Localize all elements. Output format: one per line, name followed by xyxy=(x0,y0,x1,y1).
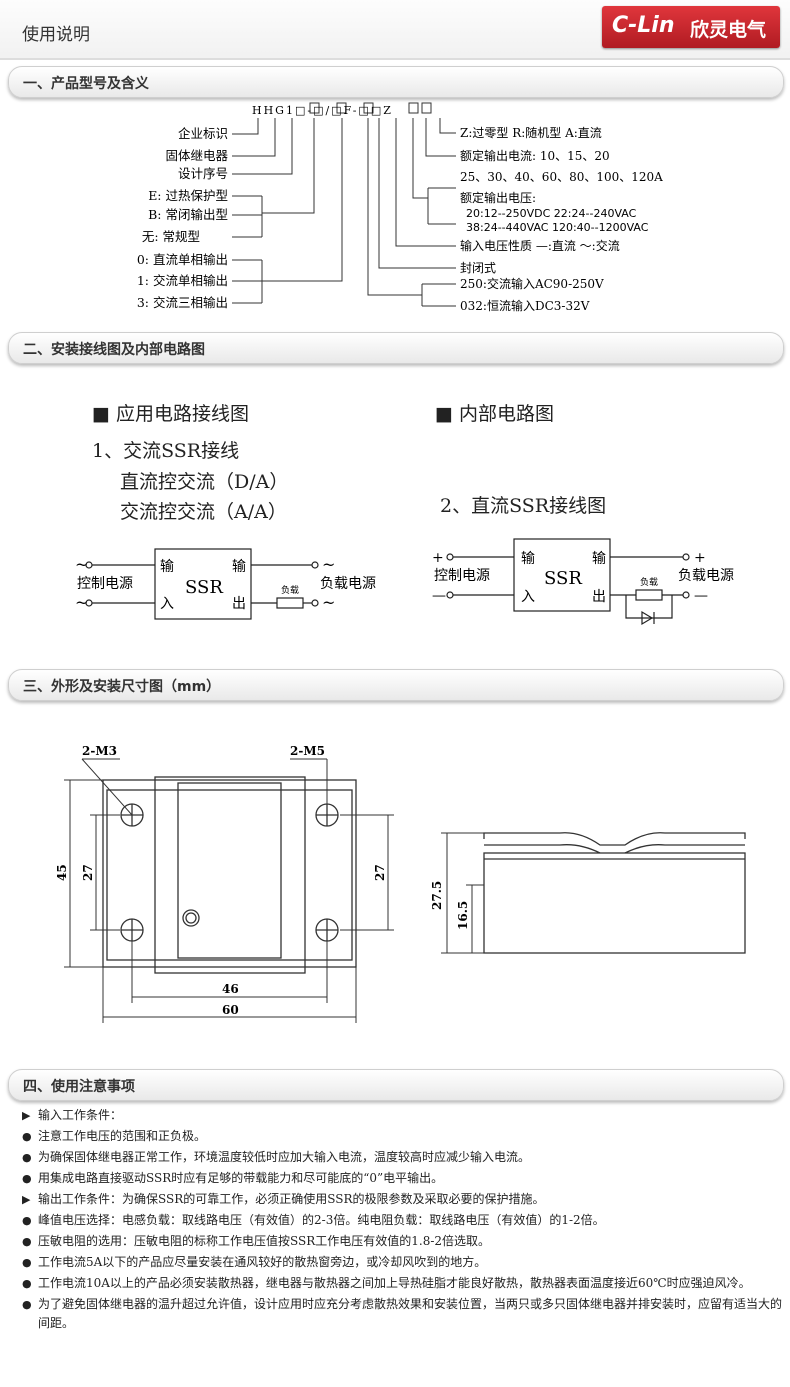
load-source-label: 负载电源 xyxy=(320,576,376,592)
side-view xyxy=(483,832,746,954)
note-item: ●用集成电路直接驱动SSR时应有足够的带载能力和尽可能底的“0”电平输出。 xyxy=(22,1171,444,1185)
usage-notes: ▶输入工作条件： ●注意工作电压的范围和正负极。 ●为确保固体继电器正常工作，环… xyxy=(22,1106,782,1335)
model-item: 25、30、40、60、80、100、120A xyxy=(460,170,663,184)
side-dimension-lines xyxy=(441,832,484,954)
svg-text:~: ~ xyxy=(75,555,88,574)
ssr-input-label: 输 xyxy=(160,559,174,575)
ssr-output-label: 输 xyxy=(232,559,246,575)
model-item: 输入电压性质 —:直流 ～:交流 xyxy=(460,238,620,253)
ssr-input-label: 入 xyxy=(521,589,535,605)
wiring-diagram: ■ 应用电路接线图 ■ 内部电路图 1、交流SSR接线 直流控交流（D/A） 交… xyxy=(75,403,734,626)
dim-label-60: 60 xyxy=(222,1003,239,1017)
logo-cn: 欣灵电气 xyxy=(690,19,767,41)
svg-text:~: ~ xyxy=(322,555,335,574)
app-circuit-title: ■ 应用电路接线图 xyxy=(92,403,249,425)
model-code-diagram: HHG1□-□/□F-□□Z 企业标识 固体继电器 设计序号 E: 过热保护型 … xyxy=(137,102,663,313)
svg-text:~: ~ xyxy=(322,593,335,612)
note-item: ●工作电流10A以上的产品必须安装散热器，继电器与散热器之间加上导热硅脂才能良好… xyxy=(22,1276,751,1290)
ssr-input-label: 输 xyxy=(521,551,535,567)
model-item: 032:恒流输入DC3-32V xyxy=(460,298,590,313)
section-header-dimensions: 三、外形及安装尺寸图（mm） xyxy=(8,669,784,701)
control-source-label: 控制电源 xyxy=(77,576,133,592)
model-item: 额定输出电压: xyxy=(460,190,536,205)
ac-ssr-circuit xyxy=(85,548,319,620)
page-header: 使用说明 C-Lin 欣灵电气 xyxy=(0,0,790,60)
note-item: ●注意工作电压的范围和正负极。 xyxy=(22,1129,207,1143)
ssr-output-label: 出 xyxy=(232,596,246,612)
dim-label-27-5: 27.5 xyxy=(430,881,444,910)
note-item: ▶输入工作条件： xyxy=(22,1108,123,1122)
model-item: 20:12--250VDC 22:24--240VAC xyxy=(466,207,637,220)
model-item: 封闭式 xyxy=(460,261,496,275)
ac-line-1: 直流控交流（D/A） xyxy=(120,471,288,493)
brand-logo: C-Lin 欣灵电气 xyxy=(602,6,780,48)
ssr-output-label: 出 xyxy=(592,589,606,605)
load-source-label: 负载电源 xyxy=(678,568,734,584)
dim-label-27-right: 27 xyxy=(373,864,387,881)
model-item: 1: 交流单相输出 xyxy=(137,273,228,288)
model-item: B: 常闭输出型 xyxy=(148,207,228,222)
svg-text:+: + xyxy=(432,550,444,566)
load-label: 负载 xyxy=(640,576,658,588)
dimension-drawing: 2-M3 2-M5 46 60 45 27 27 27.5 16.5 xyxy=(55,744,746,1023)
model-item: 0: 直流单相输出 xyxy=(137,252,228,267)
svg-text:—: — xyxy=(694,588,708,604)
logo-text: C-Lin xyxy=(612,13,675,38)
note-item: ●峰值电压选择：电感负载：取线路电压（有效值）的2-3倍。纯电阻负载：取线路电压… xyxy=(22,1213,605,1227)
section-title: 一、产品型号及含义 xyxy=(23,76,149,92)
model-item: Z:过零型 R:随机型 A:直流 xyxy=(460,125,602,140)
model-item: 无: 常规型 xyxy=(142,229,200,244)
section-header-model: 一、产品型号及含义 xyxy=(8,66,784,98)
header-divider xyxy=(0,58,790,60)
dim-label-m5: 2-M5 xyxy=(290,744,325,758)
section-title: 二、安装接线图及内部电路图 xyxy=(23,342,205,358)
dimension-lines xyxy=(64,758,394,1023)
svg-text:—: — xyxy=(432,588,446,604)
ac-line-2: 交流控交流（A/A） xyxy=(120,501,287,523)
dim-label-45: 45 xyxy=(55,864,69,881)
model-item: 38:24--440VAC 120:40--1200VAC xyxy=(466,221,649,234)
model-item: 企业标识 xyxy=(178,126,228,141)
dim-label-27: 27 xyxy=(81,864,95,881)
ssr-output-label: 输 xyxy=(592,551,606,567)
model-item: E: 过热保护型 xyxy=(148,188,228,203)
svg-text:+: + xyxy=(694,550,706,566)
dc-ssr-title: 2、直流SSR接线图 xyxy=(440,495,606,517)
load-label: 负载 xyxy=(281,584,299,596)
dim-label-16-5: 16.5 xyxy=(456,901,470,930)
ssr-label: SSR xyxy=(544,568,582,589)
section-header-wiring: 二、安装接线图及内部电路图 xyxy=(8,332,784,364)
model-item: 固体继电器 xyxy=(165,148,228,163)
ac-ssr-title: 1、交流SSR接线 xyxy=(92,440,239,462)
page-title: 使用说明 xyxy=(22,25,90,45)
front-view xyxy=(102,776,357,974)
model-item: 额定输出电流: 10、15、20 xyxy=(460,148,610,163)
section-title: 三、外形及安装尺寸图（mm） xyxy=(23,679,221,695)
ssr-label: SSR xyxy=(185,577,223,598)
note-item: ●为了避免固体继电器的温升超过允许值，设计应用时应充分考虑散热效果和安装位置，当… xyxy=(22,1297,783,1330)
section-title: 四、使用注意事项 xyxy=(23,1079,135,1095)
svg-text:~: ~ xyxy=(75,593,88,612)
model-item: 3: 交流三相输出 xyxy=(137,295,228,310)
note-item: ●为确保固体继电器正常工作，环境温度较低时应加大输入电流，温度较高时应减少输入电… xyxy=(22,1150,531,1164)
model-code: HHG1□-□/□F-□□Z xyxy=(252,104,393,117)
model-item: 设计序号 xyxy=(178,166,228,181)
note-item: ●压敏电阻的选用：压敏电阻的标称工作电压值按SSR工作电压有效值的1.8-2倍选… xyxy=(22,1234,491,1248)
note-item: ●工作电流5A以下的产品应尽量安装在通风较好的散热窗旁边，或冷却风吹到的地方。 xyxy=(22,1255,487,1269)
model-item: 250:交流输入AC90-250V xyxy=(460,276,604,291)
section-header-notes: 四、使用注意事项 xyxy=(8,1069,784,1101)
ssr-input-label: 入 xyxy=(160,596,174,612)
internal-circuit-title: ■ 内部电路图 xyxy=(435,403,554,425)
dc-ssr-circuit xyxy=(446,538,690,626)
dim-label-46: 46 xyxy=(222,982,239,996)
control-source-label: 控制电源 xyxy=(434,568,490,584)
note-item: ▶输出工作条件：为确保SSR的可靠工作，必须正确使用SSR的极限参数及采取必要的… xyxy=(22,1192,545,1206)
dim-label-m3: 2-M3 xyxy=(82,744,117,758)
